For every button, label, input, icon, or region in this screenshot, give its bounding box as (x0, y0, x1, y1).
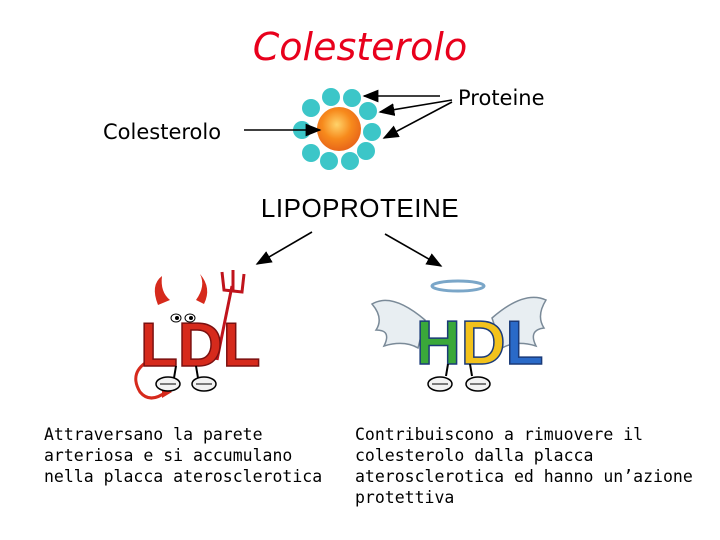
hdl-caption-line: colesterolo dalla placca (355, 446, 594, 465)
protein-ring (293, 88, 381, 170)
ldl-caption-line: arteriosa e si accumulano (44, 446, 293, 465)
proteine-label: Proteine (458, 86, 545, 110)
ldl-caption: Attraversano la parete arteriosa e si ac… (44, 424, 322, 487)
hdl-letters: HDL (416, 309, 543, 378)
arrow-to-ldl (255, 231, 313, 265)
hdl-angel-illustration: HDL (370, 279, 548, 392)
arrow-proteine-2 (378, 99, 453, 116)
lipoprotein-particle (293, 88, 381, 170)
protein-dot (322, 88, 340, 106)
ldl-caption-line: Attraversano la parete (44, 425, 263, 444)
ldl-devil-illustration: LDL (134, 270, 261, 400)
protein-dot (343, 89, 361, 107)
ldl-letters: LDL (140, 311, 261, 380)
page-title: Colesterolo (252, 25, 468, 69)
protein-dot (302, 144, 320, 162)
ldl-caption-line: nella placca aterosclerotica (44, 467, 323, 486)
hdl-caption: Contribuiscono a rimuovere il colesterol… (355, 424, 693, 508)
protein-dot (359, 102, 377, 120)
hdl-caption-line: aterosclerotica ed hanno un’azione (355, 467, 693, 486)
protein-dot (302, 99, 320, 117)
protein-dot (363, 123, 381, 141)
hdl-caption-line: protettiva (355, 488, 455, 507)
cholesterol-core (317, 107, 361, 151)
protein-dot (341, 152, 359, 170)
protein-dot (357, 142, 375, 160)
arrow-to-hdl (384, 233, 443, 267)
hdl-caption-line: Contribuiscono a rimuovere il (355, 425, 644, 444)
protein-dot (320, 152, 338, 170)
lipoproteine-heading: LIPOPROTEINE (260, 193, 460, 223)
colesterolo-label: Colesterolo (103, 120, 222, 144)
arrow-proteine-3 (382, 101, 453, 139)
